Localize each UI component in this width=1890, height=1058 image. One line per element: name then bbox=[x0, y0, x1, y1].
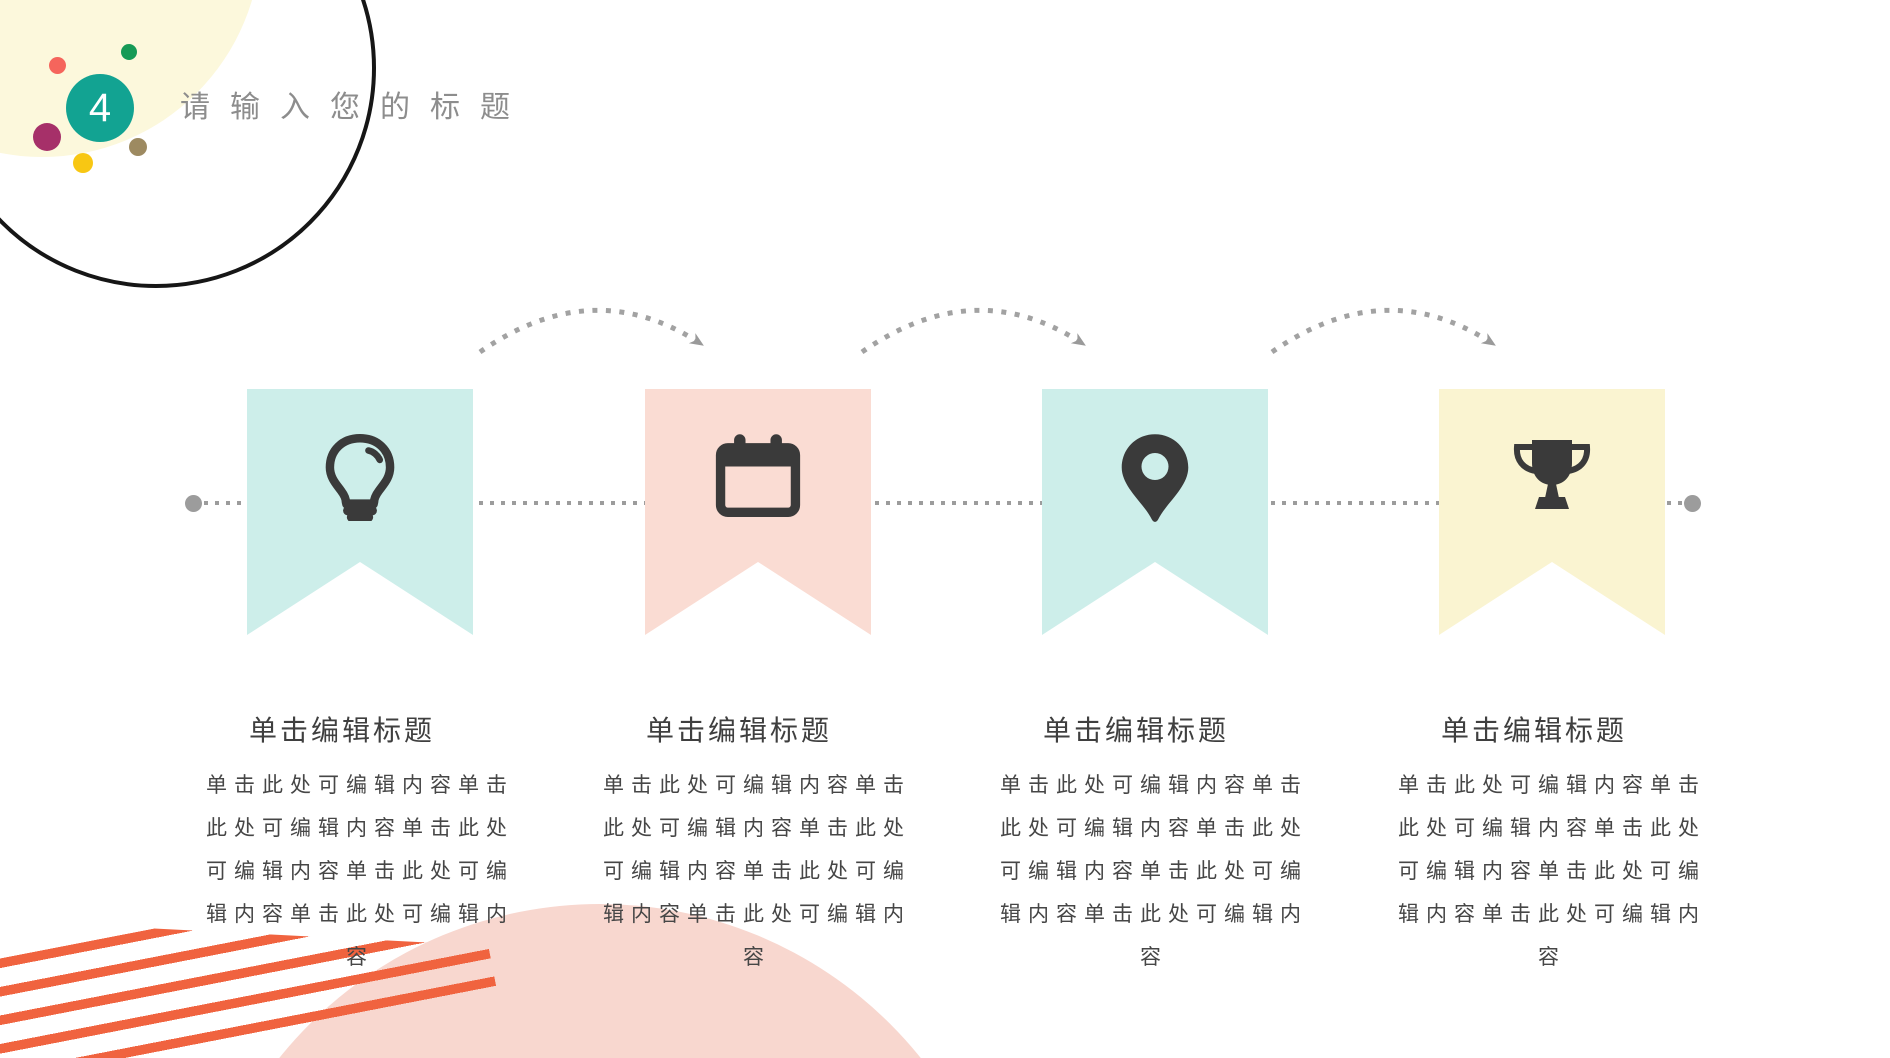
body-line: 单击此处可编辑内容单击 bbox=[206, 774, 514, 797]
step-banner-1[interactable] bbox=[247, 389, 473, 635]
salmon-dot-decor bbox=[49, 57, 66, 74]
body-line: 此处可编辑内容单击此处 bbox=[206, 817, 514, 840]
body-line: 单击此处可编辑内容单击 bbox=[1398, 774, 1706, 797]
calendar-icon bbox=[715, 434, 801, 517]
step-column-2: 单击编辑标题 单击此处可编辑内容单击 此处可编辑内容单击此处 可编辑内容单击此处… bbox=[577, 714, 937, 979]
step-body[interactable]: 单击此处可编辑内容单击 此处可编辑内容单击此处 可编辑内容单击此处可编 辑内容单… bbox=[180, 764, 540, 979]
body-line: 容 bbox=[346, 946, 374, 969]
body-line: 可编辑内容单击此处可编 bbox=[603, 860, 911, 883]
body-line: 辑内容单击此处可编辑内 bbox=[603, 903, 911, 926]
page-number-badge: 4 bbox=[66, 74, 134, 142]
step-banner-4[interactable] bbox=[1439, 389, 1665, 635]
body-line: 此处可编辑内容单击此处 bbox=[1000, 817, 1308, 840]
gold-dot-decor bbox=[73, 153, 93, 173]
body-line: 可编辑内容单击此处可编 bbox=[206, 860, 514, 883]
body-line: 单击此处可编辑内容单击 bbox=[1000, 774, 1308, 797]
step-banner-2[interactable] bbox=[645, 389, 871, 635]
step-column-1: 单击编辑标题 单击此处可编辑内容单击 此处可编辑内容单击此处 可编辑内容单击此处… bbox=[180, 714, 540, 979]
step-heading[interactable]: 单击编辑标题 bbox=[1042, 715, 1229, 746]
body-line: 此处可编辑内容单击此处 bbox=[1398, 817, 1706, 840]
body-line: 可编辑内容单击此处可编 bbox=[1000, 860, 1308, 883]
step-banner-3[interactable] bbox=[1042, 389, 1268, 635]
timeline-start-dot bbox=[185, 495, 202, 512]
arc-arrow-1 bbox=[478, 307, 704, 355]
body-line: 此处可编辑内容单击此处 bbox=[603, 817, 911, 840]
body-line: 容 bbox=[1538, 946, 1566, 969]
arc-arrow-2 bbox=[860, 307, 1086, 355]
body-line: 容 bbox=[743, 946, 771, 969]
step-heading[interactable]: 单击编辑标题 bbox=[248, 715, 435, 746]
step-body[interactable]: 单击此处可编辑内容单击 此处可编辑内容单击此处 可编辑内容单击此处可编 辑内容单… bbox=[1372, 764, 1732, 979]
body-line: 容 bbox=[1140, 946, 1168, 969]
step-heading[interactable]: 单击编辑标题 bbox=[1440, 715, 1627, 746]
step-heading[interactable]: 单击编辑标题 bbox=[645, 715, 832, 746]
olive-dot-decor bbox=[129, 138, 147, 156]
body-line: 可编辑内容单击此处可编 bbox=[1398, 860, 1706, 883]
slide-title-placeholder[interactable]: 请输入您的标题 bbox=[180, 91, 530, 124]
timeline-dotted-line bbox=[193, 501, 1692, 505]
location-pin-icon bbox=[1121, 434, 1189, 522]
timeline-end-dot bbox=[1684, 495, 1701, 512]
arc-arrow-3 bbox=[1270, 307, 1496, 355]
step-body[interactable]: 单击此处可编辑内容单击 此处可编辑内容单击此处 可编辑内容单击此处可编 辑内容单… bbox=[577, 764, 937, 979]
step-column-3: 单击编辑标题 单击此处可编辑内容单击 此处可编辑内容单击此处 可编辑内容单击此处… bbox=[974, 714, 1334, 979]
body-line: 辑内容单击此处可编辑内 bbox=[206, 903, 514, 926]
body-line: 单击此处可编辑内容单击 bbox=[603, 774, 911, 797]
trophy-icon bbox=[1513, 440, 1591, 509]
body-line: 辑内容单击此处可编辑内 bbox=[1000, 903, 1308, 926]
body-line: 辑内容单击此处可编辑内 bbox=[1398, 903, 1706, 926]
purple-dot-decor bbox=[33, 123, 61, 151]
lightbulb-icon bbox=[325, 434, 395, 521]
step-body[interactable]: 单击此处可编辑内容单击 此处可编辑内容单击此处 可编辑内容单击此处可编 辑内容单… bbox=[974, 764, 1334, 979]
step-column-4: 单击编辑标题 单击此处可编辑内容单击 此处可编辑内容单击此处 可编辑内容单击此处… bbox=[1372, 714, 1732, 979]
green-dot-decor bbox=[121, 44, 137, 60]
